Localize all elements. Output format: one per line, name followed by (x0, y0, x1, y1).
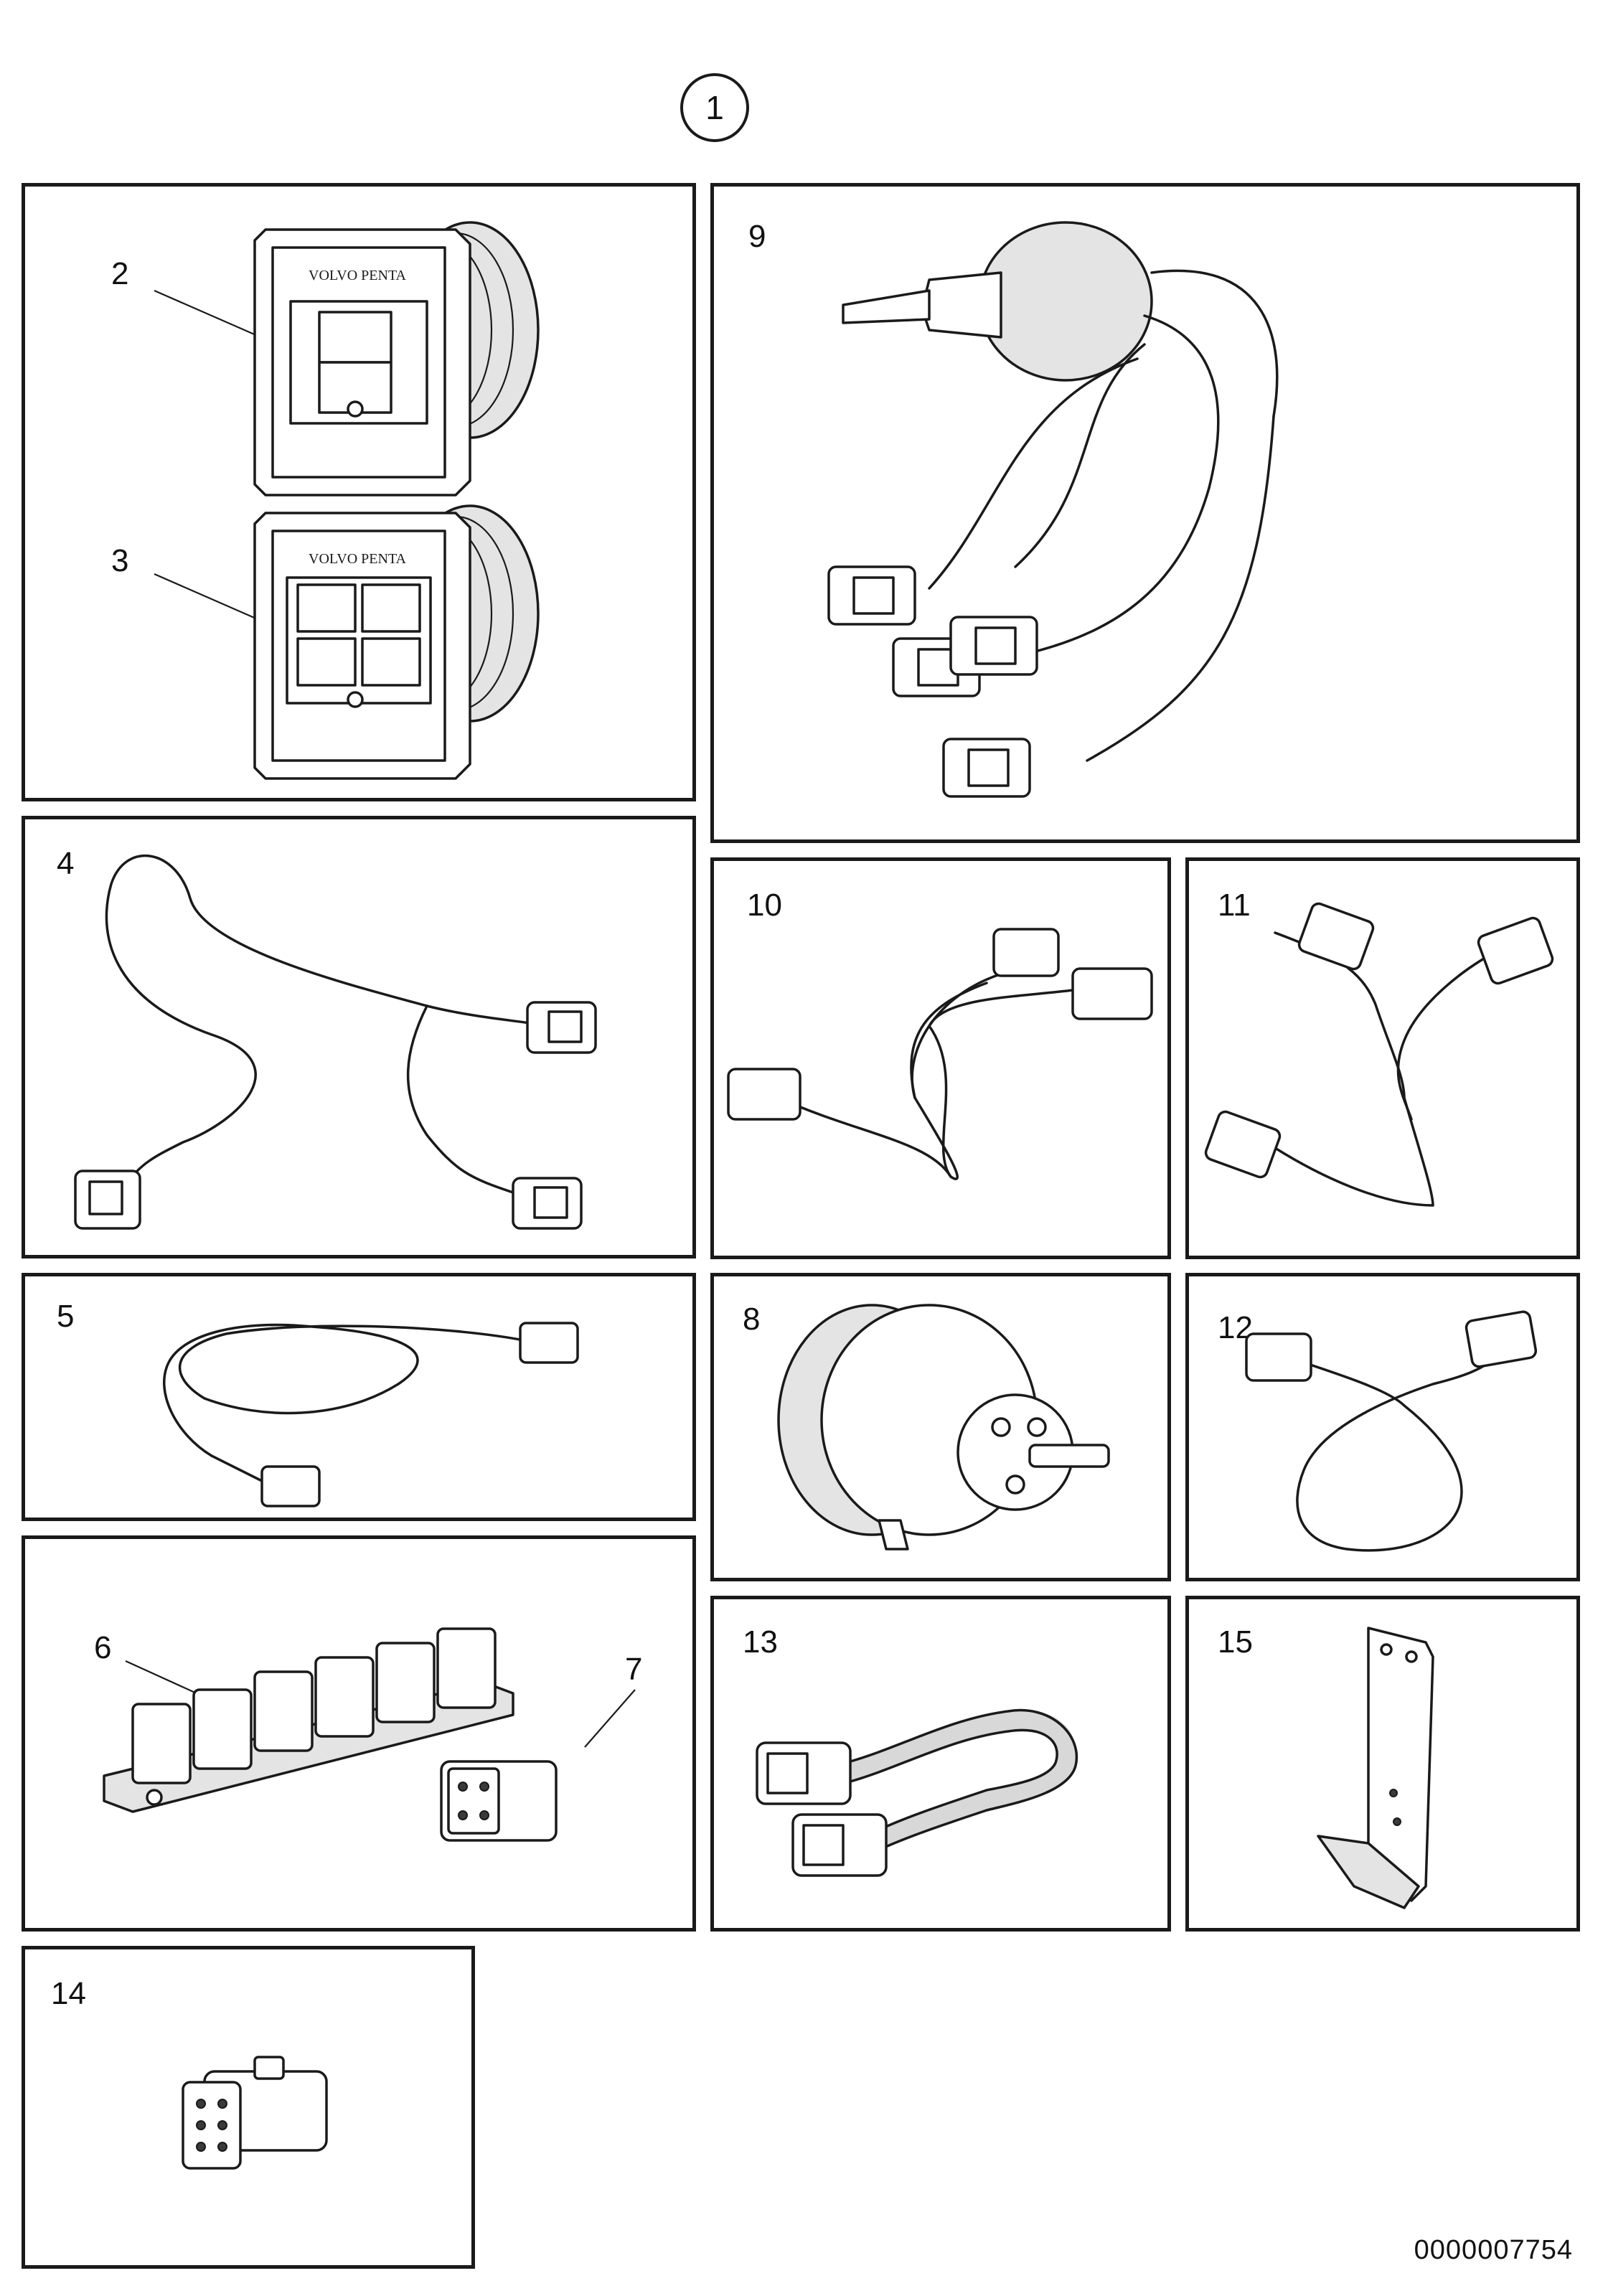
panel-sensor-harness: 9 (710, 183, 1580, 843)
panel-harness-11: 11 (1185, 857, 1580, 1259)
panel-connector-rail: 6 7 (22, 1535, 696, 1932)
callout-3: 3 (111, 543, 129, 578)
callout-2: 2 (111, 256, 129, 291)
callout-15: 15 (1218, 1624, 1253, 1660)
harness-13-drawing (756, 1708, 1078, 1877)
harness-11-drawing (1204, 902, 1554, 1207)
harness-5-drawing (162, 1322, 579, 1507)
connector-9a (827, 565, 916, 626)
panel-harness-10: 10 (710, 857, 1171, 1259)
callout-6: 6 (94, 1630, 112, 1665)
connector-5b (260, 1465, 321, 1507)
callout-4: 4 (57, 846, 75, 881)
connector-4a (74, 1170, 141, 1230)
harness-10-drawing (727, 928, 1153, 1180)
figure-reference-number: 1 (705, 89, 724, 126)
connector-11a (1297, 902, 1375, 971)
connector-10a (727, 1068, 802, 1121)
brand-label-2: VOLVO PENTA (309, 268, 407, 283)
panel-connector-14: 14 (22, 1946, 475, 2269)
connector-4c (512, 1177, 583, 1230)
panel-harness-5: 5 (22, 1273, 696, 1521)
connector-9c (949, 616, 1038, 676)
panel-bracket: 15 (1185, 1596, 1580, 1932)
figure-reference-circle: 1 (680, 73, 749, 142)
connector-4b (526, 1001, 597, 1054)
callout-5: 5 (57, 1299, 75, 1334)
callout-8: 8 (743, 1302, 761, 1337)
callout-13: 13 (743, 1624, 778, 1660)
y-harness-drawing (74, 854, 597, 1230)
connector-14-drawing (182, 2056, 328, 2170)
connector-13b (791, 1813, 888, 1877)
connector-10c (1071, 967, 1153, 1020)
panel-gauge: 8 (710, 1273, 1171, 1581)
sensor-harness-drawing (827, 221, 1279, 798)
connector-12b (1465, 1310, 1538, 1368)
control-panel-single: VOLVO PENTA (253, 221, 540, 497)
connector-11b (1477, 916, 1554, 985)
bracket-drawing (1317, 1627, 1434, 1909)
connector-rail-drawing (103, 1627, 636, 1842)
connector-10b (992, 928, 1060, 977)
connector-11c (1204, 1110, 1282, 1179)
panel-y-harness: 4 (22, 816, 696, 1258)
panel-harness-12: 12 (1185, 1273, 1580, 1581)
rail-socket-row (131, 1627, 497, 1784)
gauge-drawing (777, 1304, 1110, 1551)
connector-5a (519, 1322, 579, 1364)
connector-plug-7 (440, 1760, 558, 1842)
callout-10: 10 (747, 888, 782, 923)
callout-11: 11 (1218, 888, 1251, 923)
panel-harness-13: 13 (710, 1596, 1171, 1932)
connector-13a (756, 1741, 852, 1805)
control-panel-double: VOLVO PENTA (253, 504, 540, 780)
connector-9d (942, 738, 1031, 798)
document-id: 0000007754 (1414, 2235, 1573, 2265)
callout-7: 7 (625, 1652, 643, 1687)
connector-12a (1245, 1332, 1312, 1382)
brand-label-3: VOLVO PENTA (309, 551, 407, 567)
callout-14: 14 (51, 1976, 86, 2011)
harness-12-drawing (1245, 1310, 1538, 1552)
panel-control-panels: 2 3 VOLVO PENTA (22, 183, 696, 801)
control-panels-drawing: VOLVO PENTA VOLVO PENTA (154, 221, 540, 780)
callout-9: 9 (748, 219, 766, 254)
